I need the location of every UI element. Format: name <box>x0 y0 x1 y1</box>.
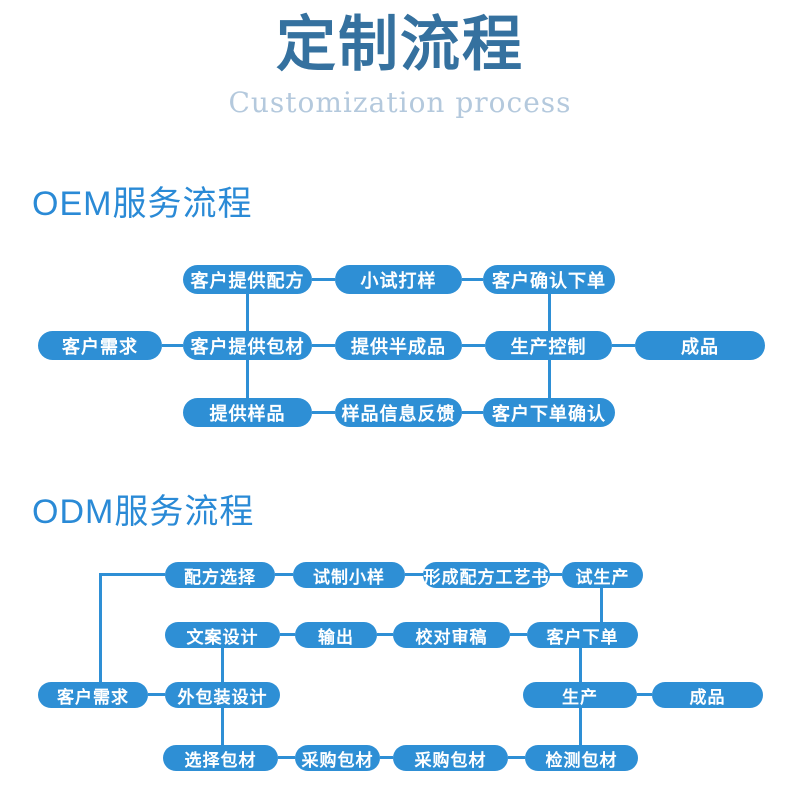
flow-node-purchase-packaging-2: 采购包材 <box>393 745 508 771</box>
flow-node-customer-order: 客户下单 <box>527 622 638 648</box>
flow-node-production-control: 生产控制 <box>485 331 612 360</box>
connector-line <box>312 278 335 281</box>
connector-line <box>600 588 603 622</box>
flow-node-formula-process-doc: 形成配方工艺书 <box>423 562 550 588</box>
odm-section-heading: ODM服务流程 <box>32 493 255 531</box>
page-subtitle: Customization process <box>228 86 572 119</box>
flow-node-output: 输出 <box>295 622 377 648</box>
connector-line <box>579 708 582 745</box>
flow-node-provide-sample: 提供样品 <box>183 398 312 427</box>
connector-line <box>510 633 527 636</box>
flow-node-copy-design: 文案设计 <box>165 622 280 648</box>
flow-node-trial-small-sample: 试制小样 <box>293 562 405 588</box>
connector-line <box>462 278 483 281</box>
connector-line <box>380 756 393 759</box>
flow-node-trial-sample: 小试打样 <box>335 265 462 294</box>
flow-node-provide-semi-finished: 提供半成品 <box>335 331 462 360</box>
flow-node-customer-confirm-order: 客户确认下单 <box>483 265 615 294</box>
flow-node-finished-product-odm: 成品 <box>652 682 763 708</box>
oem-section-heading: OEM服务流程 <box>32 185 253 223</box>
connector-line <box>548 294 551 331</box>
flow-node-select-packaging: 选择包材 <box>163 745 278 771</box>
flow-node-customer-provide-packaging: 客户提供包材 <box>183 331 312 360</box>
flow-node-finished-product-oem: 成品 <box>635 331 765 360</box>
connector-line <box>405 573 423 576</box>
connector-line <box>221 648 224 682</box>
flow-node-customer-demand-odm: 客户需求 <box>38 682 148 708</box>
flow-node-proofread-review: 校对审稿 <box>393 622 510 648</box>
page-title: 定制流程 <box>276 10 524 80</box>
connector-line <box>280 633 295 636</box>
connector-line <box>246 360 249 398</box>
connector-line <box>275 573 293 576</box>
flow-node-customer-order-confirm: 客户下单确认 <box>483 398 615 427</box>
connector-line <box>548 360 551 398</box>
connector-line <box>162 344 183 347</box>
connector-line <box>99 573 165 576</box>
connector-line <box>508 756 525 759</box>
connector-line <box>550 573 562 576</box>
connector-line <box>312 344 335 347</box>
flow-node-sample-feedback: 样品信息反馈 <box>335 398 462 427</box>
connector-line <box>637 693 652 696</box>
flow-node-production: 生产 <box>523 682 637 708</box>
connector-line <box>148 693 165 696</box>
connector-line <box>99 573 102 682</box>
flow-node-purchase-packaging-1: 采购包材 <box>295 745 380 771</box>
flow-node-outer-packaging-design: 外包装设计 <box>165 682 280 708</box>
connector-line <box>579 648 582 682</box>
connector-line <box>377 633 393 636</box>
connector-line <box>278 756 295 759</box>
connector-line <box>612 344 635 347</box>
flow-node-trial-production: 试生产 <box>562 562 643 588</box>
connector-line <box>221 708 224 745</box>
flow-node-customer-provide-formula: 客户提供配方 <box>183 265 312 294</box>
flow-node-formula-selection: 配方选择 <box>165 562 275 588</box>
flow-node-customer-demand-oem: 客户需求 <box>38 331 162 360</box>
flow-node-inspect-packaging: 检测包材 <box>525 745 638 771</box>
connector-line <box>462 411 483 414</box>
connector-line <box>462 344 485 347</box>
connector-line <box>312 411 335 414</box>
connector-line <box>246 294 249 331</box>
